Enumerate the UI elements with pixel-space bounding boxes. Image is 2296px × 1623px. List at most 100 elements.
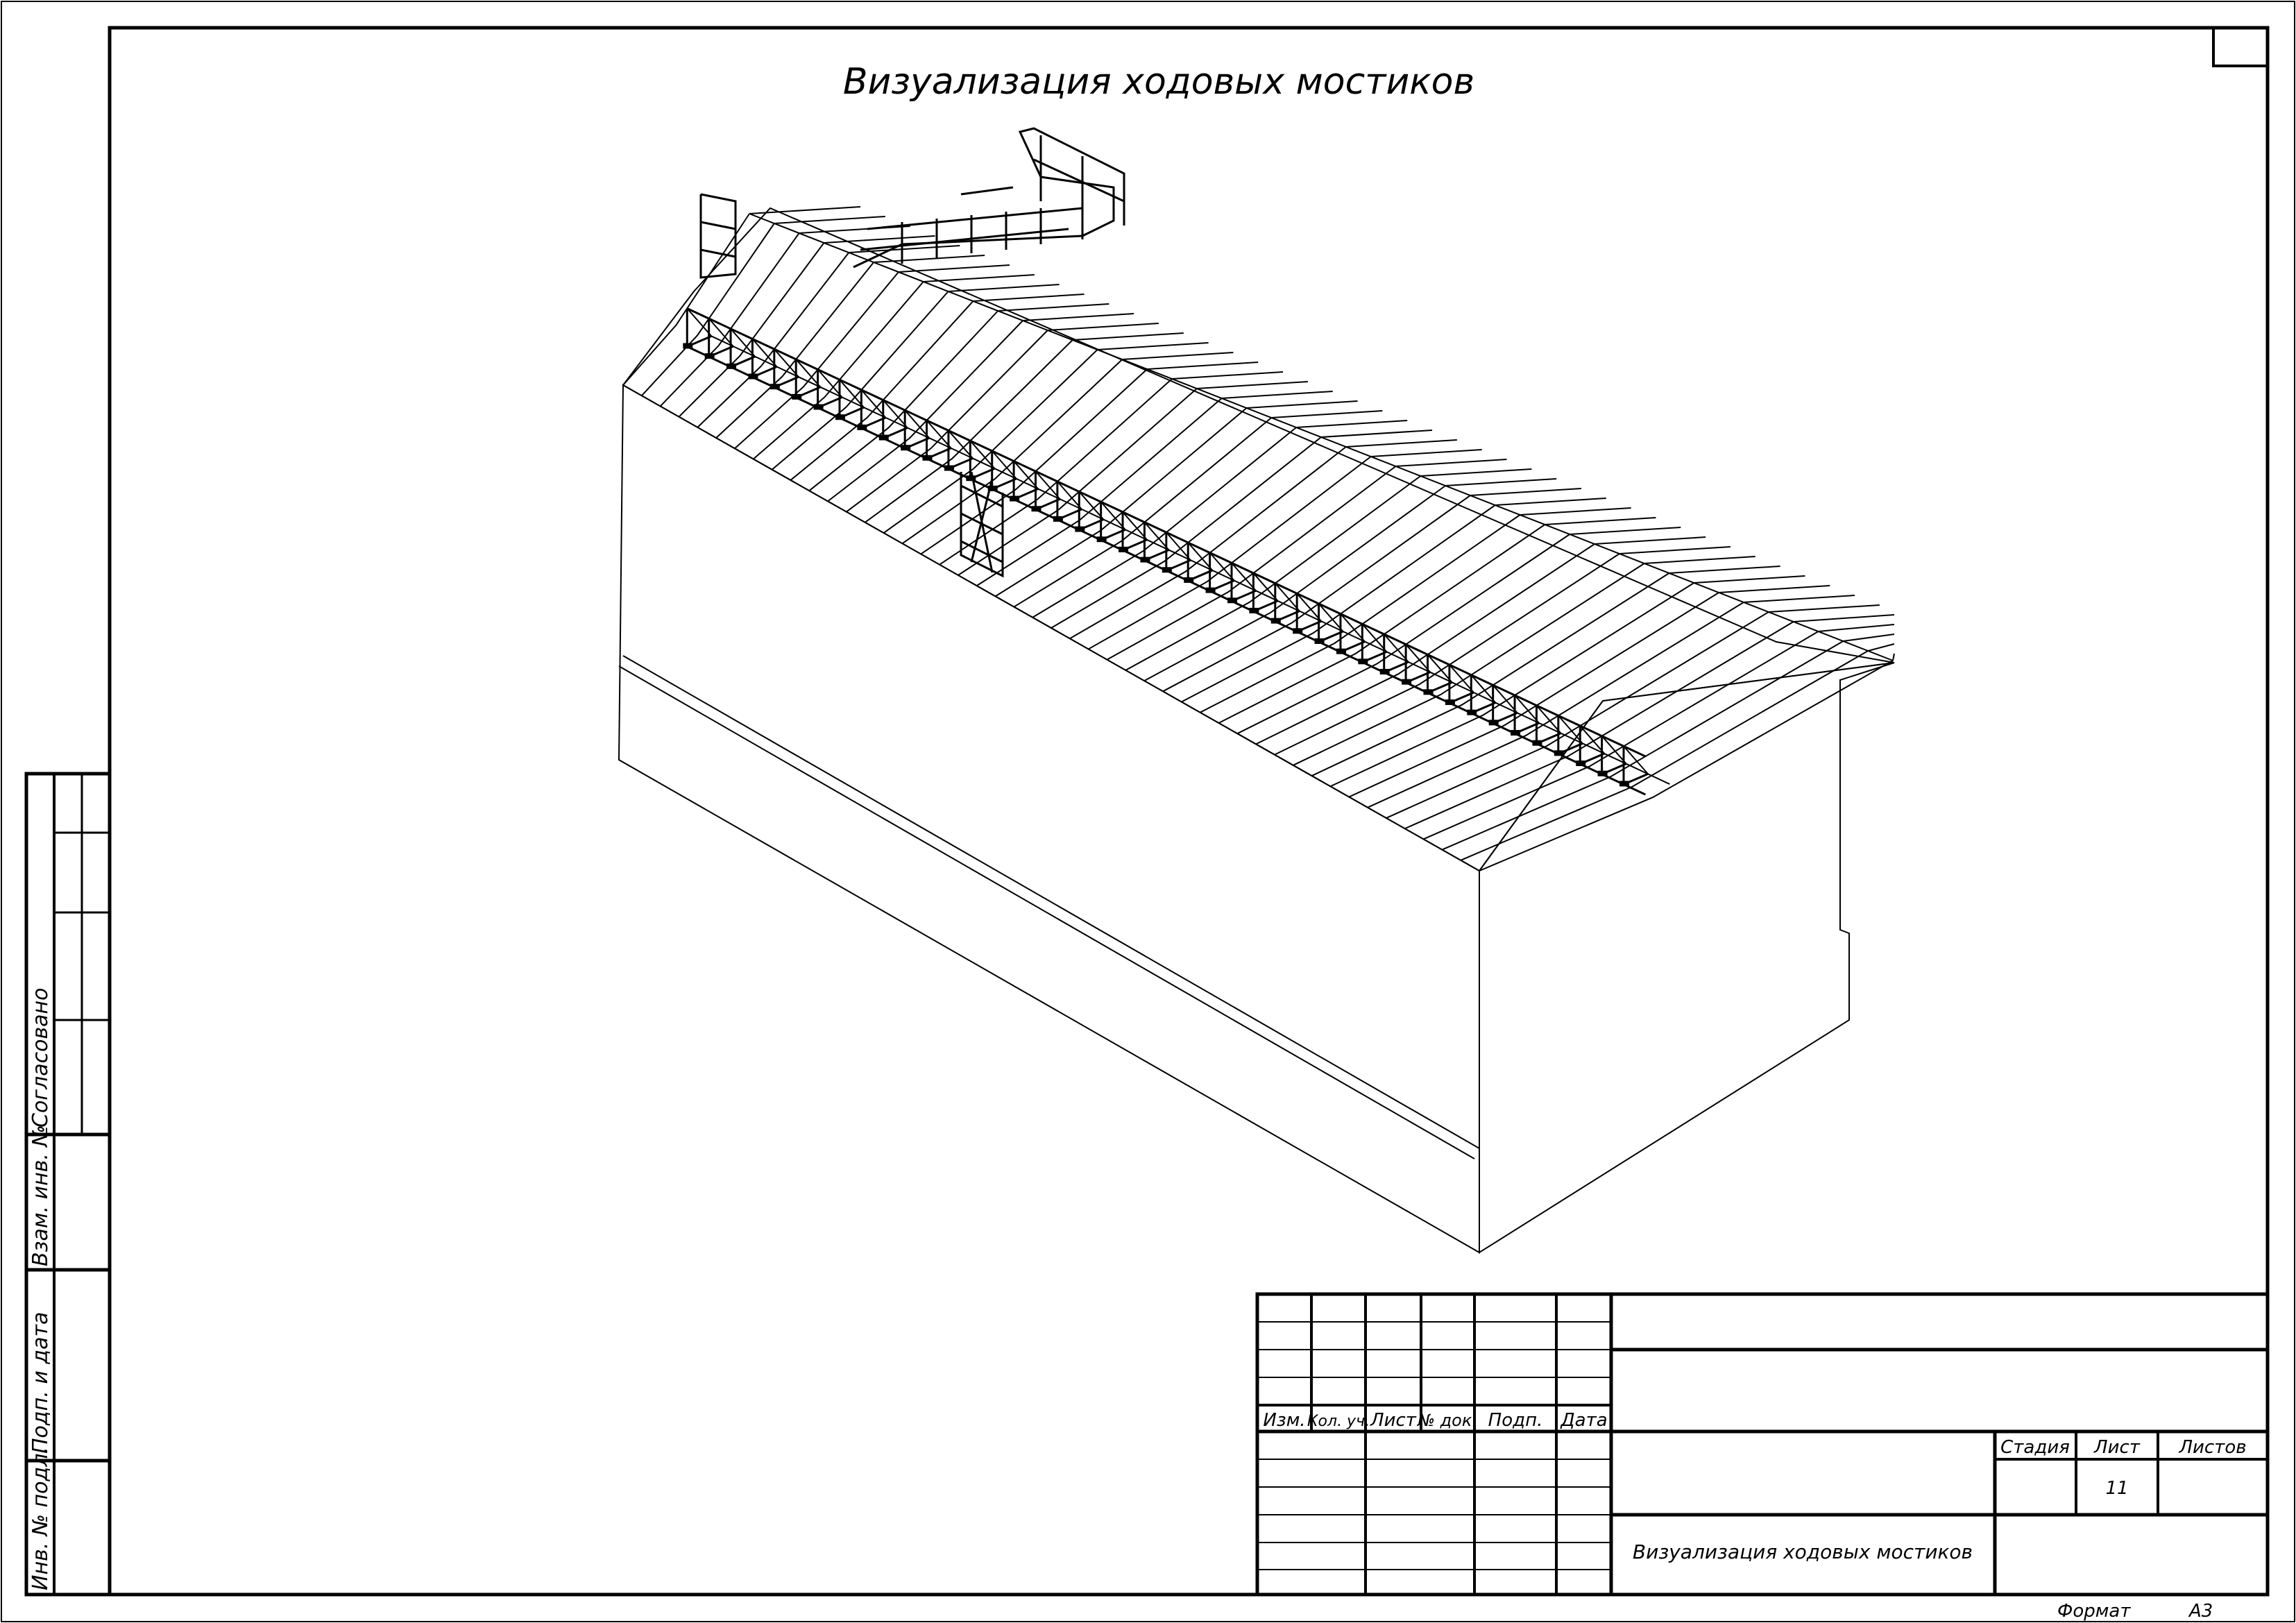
stamp-sign-date: Подп. и дата [28,1312,53,1454]
roof-seam [1293,563,1645,766]
sheet-number: 11 [2105,1478,2128,1499]
roof-seam [678,242,825,418]
roof-seam-back [1892,653,1895,661]
roof-seam-back [1320,430,1433,438]
walkway-bracket [726,328,756,369]
roof-seam-back [1719,585,1830,593]
roof-seam [1106,466,1397,661]
roof-seam-back [1420,468,1532,477]
roof-seam-back [1047,323,1159,331]
walkway-bracket [1249,572,1279,613]
roof-seam-back [998,303,1109,312]
walkway-bracket [704,318,734,359]
roof-seam [1088,456,1372,650]
walkway-bracket [1205,552,1235,593]
walkway-bracket [1358,623,1388,665]
roof-seam-back [1445,478,1557,486]
roof-seam [1274,553,1620,756]
stamp-replace-inv: Взам. инв. № [28,1125,53,1266]
roof-seam [1386,611,1769,819]
walkway-bracket [1293,593,1322,634]
walkway-bracket [1423,654,1453,695]
roof-seam-back [948,284,1060,292]
roof-seam [734,271,899,450]
roof-seam-back [1619,546,1730,554]
header-list: Лист [1370,1410,1417,1431]
walkway-bracket [1336,613,1366,654]
roof-seam-back [1470,488,1582,496]
roof-seam [697,252,850,428]
roof-seam-back [1743,595,1855,603]
roof-seam-back [774,216,885,224]
roof-seam-back [1395,459,1507,467]
roof-seam-back [1072,332,1184,341]
roof-seam-back [1644,556,1755,564]
roof-seam [753,281,924,460]
title-block: Изм. Кол. уч. Лист № док. Подп. Дата Ста… [1255,1292,2270,1597]
roof-seam-back [923,274,1035,282]
walkway-bracket [1379,634,1409,674]
walkway-bracket [769,348,799,390]
roof-seam [1181,504,1496,703]
walkway-rail-lower [686,346,1647,796]
header-izm: Изм. [1263,1410,1305,1431]
header-sign: Подп. [1488,1410,1543,1431]
walkway-deck-edge [711,335,1670,785]
walkway-bracket [813,368,843,410]
roof-outline [622,207,1895,872]
roof-seam [1460,650,1869,861]
ridge-walkway-platform [699,127,1125,279]
roof-seam-back [1271,410,1383,418]
roof-seam-back [1246,400,1358,409]
roof-seam [1069,446,1347,640]
walkway-bracket [1227,562,1257,604]
walkway-bracket [987,450,1017,491]
roof-seam-back [1595,536,1706,545]
roof-seam [1441,640,1844,851]
roof-seam-back [1495,498,1606,506]
roof-seam [1236,534,1570,735]
roof-seam [939,378,1173,566]
roof-seam-back [1867,643,1895,652]
roof-seam [1479,660,1894,872]
roof-seam-back [1345,439,1457,448]
walkway-trusses [683,307,1670,796]
roof-seam-back [1221,391,1333,399]
walkway-bracket [835,379,865,420]
roof-seam-back [1196,381,1308,389]
sheets-label: Листов [2178,1437,2246,1458]
walkway-bracket [901,409,930,451]
roof-seam [920,368,1148,555]
roof-seam-back [1793,614,1895,622]
roof-seam [1367,602,1744,808]
header-kol-uch: Кол. уч. [1307,1413,1370,1430]
walkway-rail [686,307,1647,758]
roof-seam [827,320,1023,502]
walkway-bracket [1270,582,1300,624]
stage-label: Стадия [2000,1437,2070,1458]
roof-seam [808,310,998,491]
roof-seam [1218,524,1545,724]
roof-seam-back [1296,420,1408,428]
walkway-bracket [944,430,973,471]
walkway-bracket [683,307,713,349]
plinth-line-top [622,655,1480,1149]
roof-seam [846,330,1048,513]
roof-seam-back [874,255,985,263]
roof-seam [1404,621,1794,830]
corner-box [2212,26,2269,67]
building-visualization [618,127,1895,1254]
roof-seam [790,300,974,481]
roof-seam [1423,631,1819,840]
roof-seam [865,339,1073,523]
plinth-line-bottom [618,665,1475,1159]
walkway-bracket [922,420,952,461]
format-label: Формат [2057,1601,2131,1622]
roof-seam-back [1147,362,1259,370]
header-date: Дата [1560,1410,1607,1431]
roof-seam-back [1097,342,1209,350]
roof-seam [1162,495,1471,692]
stamp-agreed: Согласовано [28,987,53,1128]
walkway-bracket [748,338,778,380]
